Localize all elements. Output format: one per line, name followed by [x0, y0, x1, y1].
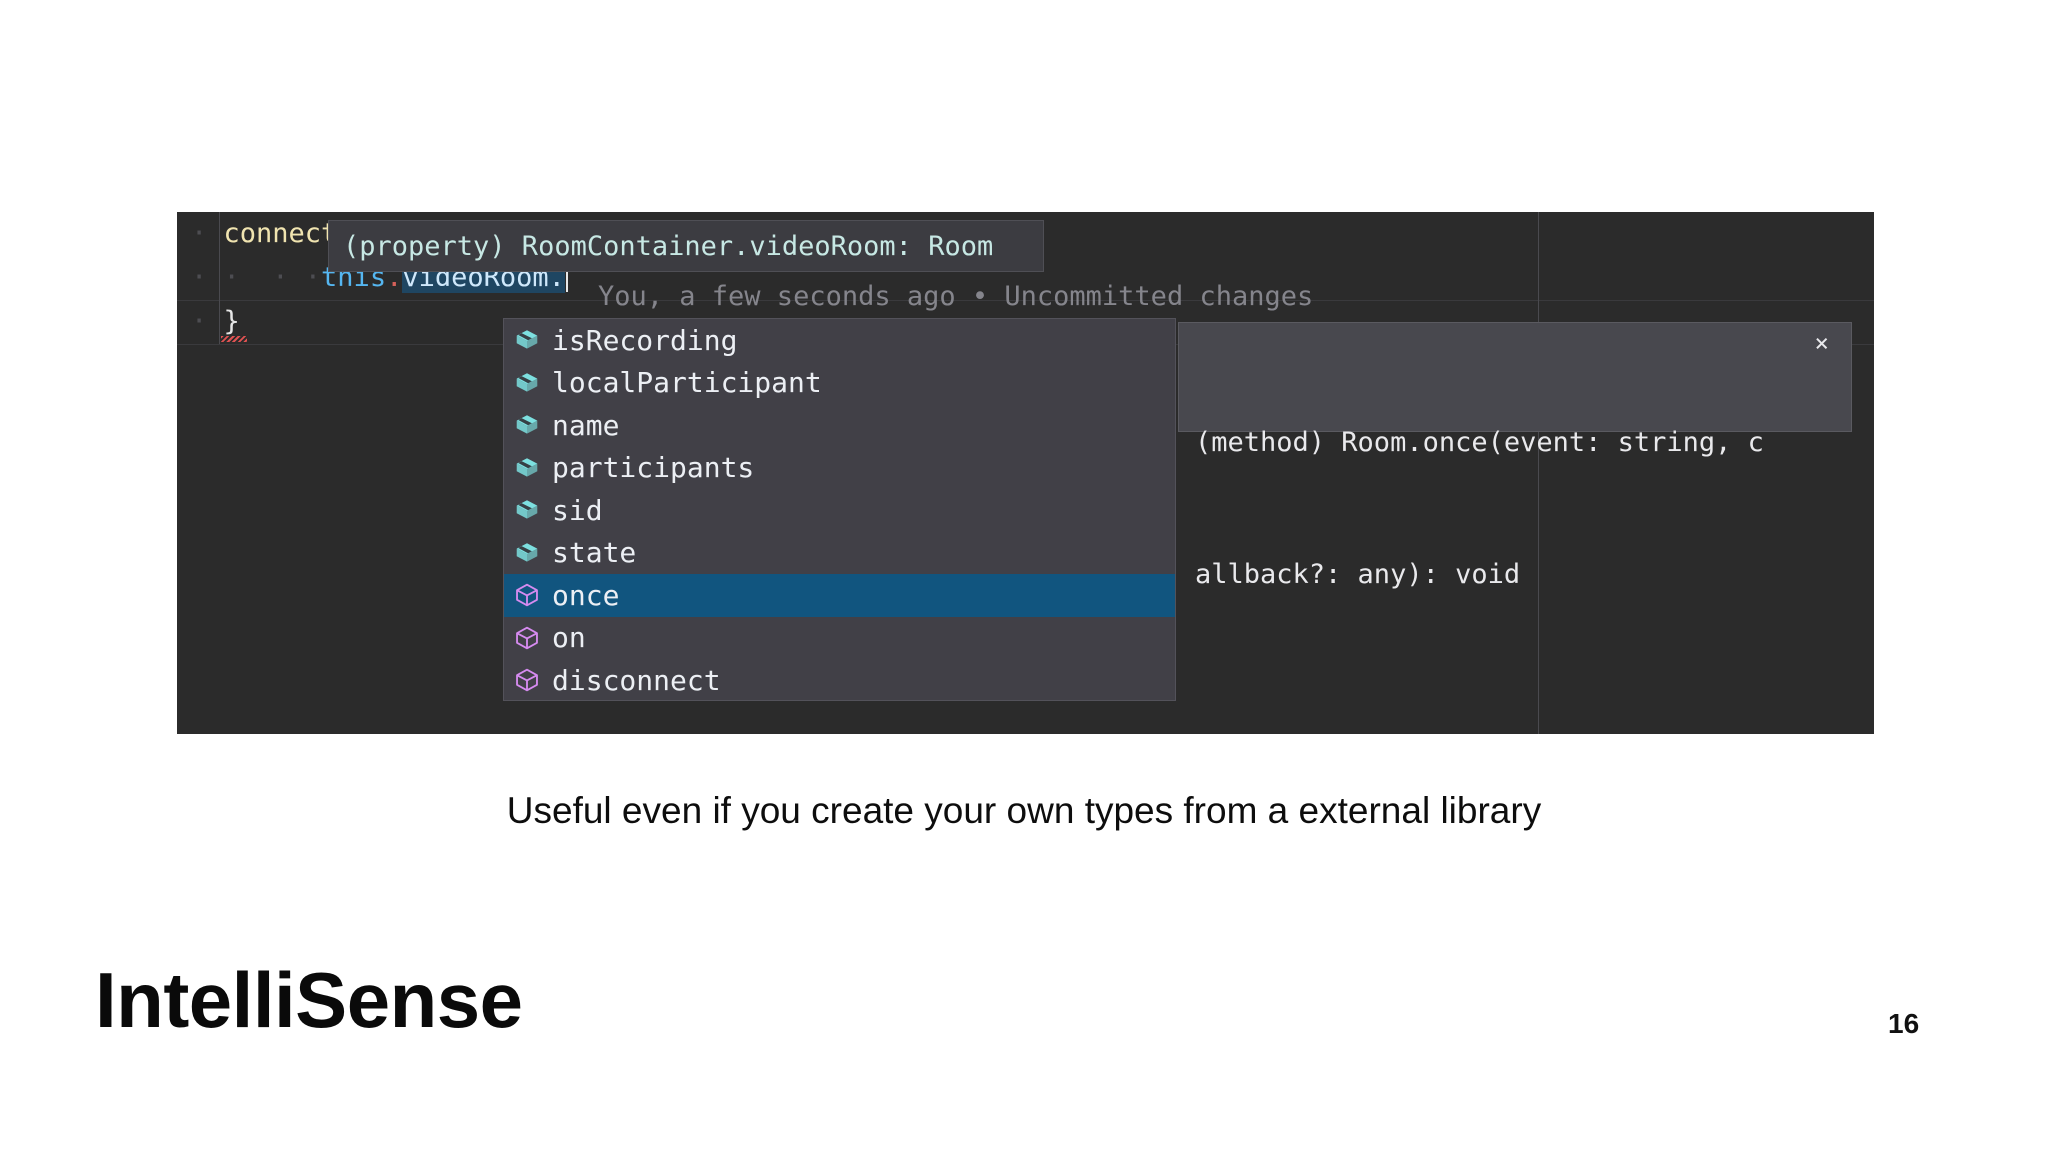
whitespace-dots: · [191, 218, 224, 249]
suggestion-label: localParticipant [552, 366, 822, 400]
signature-line-1: (method) Room.once(event: string, c [1195, 427, 1764, 458]
slide-caption: Useful even if you create your own types… [506, 790, 1542, 831]
page-number: 16 [1888, 1008, 1920, 1039]
suggestion-label: disconnect [552, 663, 721, 697]
code-token-close-brace: } [223, 306, 240, 337]
method-signature-panel: (method) Room.once(event: string, c allb… [1178, 322, 1852, 590]
suggestion-item-once[interactable]: once [504, 574, 1175, 617]
code-line-1[interactable]: · connect [191, 212, 337, 256]
autocomplete-suggestion-list[interactable]: isRecording localParticipant name participa… [503, 318, 1176, 701]
editor-gutter-divider [219, 212, 220, 344]
suggestion-label: name [552, 408, 620, 442]
git-blame-annotation: You, a few seconds ago • Uncommitted cha… [598, 281, 1314, 312]
method-cube-icon [514, 625, 540, 651]
signature-line-2: allback?: any): void [1195, 559, 1521, 590]
editor-split-divider [1538, 212, 1539, 734]
suggestion-item-sid[interactable]: sid [504, 489, 1175, 532]
suggestion-label: isRecording [552, 323, 738, 357]
suggestion-item-state[interactable]: state [504, 532, 1175, 575]
error-squiggle [221, 336, 247, 342]
property-cube-icon [514, 455, 540, 481]
property-cube-icon [514, 370, 540, 396]
close-icon[interactable]: × [1814, 329, 1829, 357]
code-token-connect: connect [223, 218, 338, 249]
page-title: IntelliSense [95, 956, 523, 1044]
suggestion-label: once [552, 578, 620, 612]
property-cube-icon [514, 412, 540, 438]
property-cube-icon [514, 327, 540, 353]
suggestion-item-isRecording[interactable]: isRecording [504, 319, 1175, 362]
hover-type-tooltip: (property) RoomContainer.videoRoom: Room [328, 220, 1044, 272]
whitespace-dots: · · · · [191, 262, 322, 293]
suggestion-item-disconnect[interactable]: disconnect [504, 659, 1175, 700]
suggestion-item-participants[interactable]: participants [504, 447, 1175, 490]
text-caret [565, 262, 568, 292]
property-cube-icon [514, 540, 540, 566]
whitespace-dots: · [191, 306, 224, 337]
suggestion-label: state [552, 536, 637, 570]
suggestion-label: on [552, 621, 586, 655]
code-line-3[interactable]: · } [191, 300, 240, 344]
method-cube-icon [514, 667, 540, 693]
property-cube-icon [514, 497, 540, 523]
suggestion-label: sid [552, 493, 603, 527]
suggestion-label: participants [552, 451, 755, 485]
editor-row-divider-1 [177, 300, 1874, 301]
suggestion-item-on[interactable]: on [504, 617, 1175, 660]
suggestion-item-name[interactable]: name [504, 404, 1175, 447]
method-cube-icon [514, 582, 540, 608]
suggestion-item-localParticipant[interactable]: localParticipant [504, 362, 1175, 405]
